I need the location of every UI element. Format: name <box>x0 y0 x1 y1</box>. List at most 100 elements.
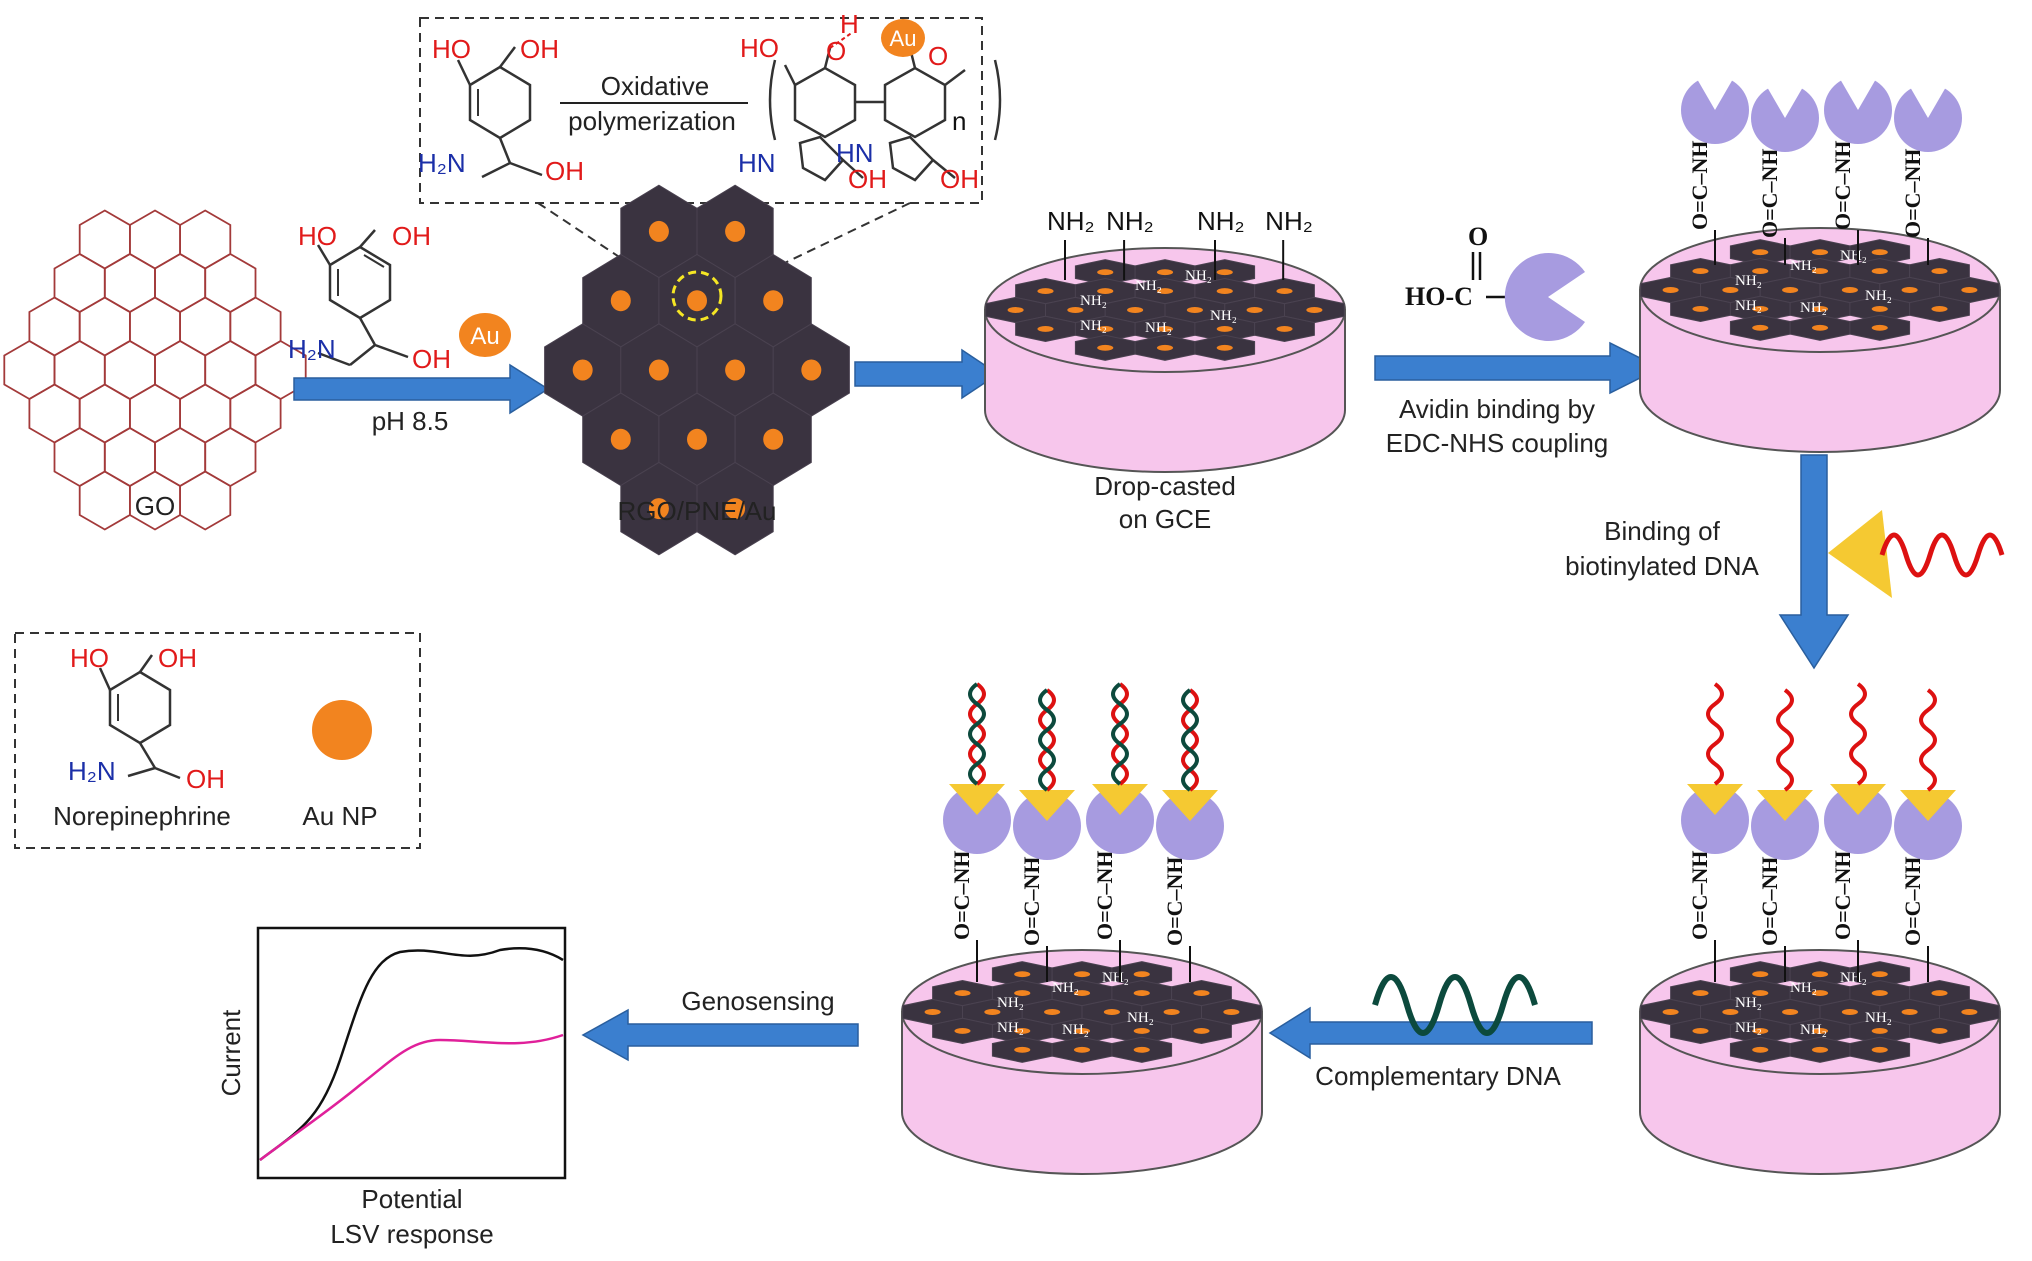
highlight-circle <box>671 270 723 322</box>
amide-linker-label: O=C–NH– <box>1830 128 1855 230</box>
au-nanoparticle-dot <box>1931 990 1948 997</box>
avidin-icon <box>1681 786 1749 854</box>
au-nanoparticle-dot <box>801 359 822 381</box>
norepinephrine-structure-icon <box>316 229 409 367</box>
au-nanoparticle-dot <box>1014 1046 1031 1053</box>
lsv-curve-black <box>259 947 564 1162</box>
chem-ho-1: HO <box>298 221 337 251</box>
chem-oh-1: OH <box>392 221 431 251</box>
au-nanoparticle-dot <box>610 290 631 312</box>
graphene-hexagon <box>229 383 282 444</box>
graphene-hexagon <box>204 252 257 314</box>
au-nanoparticle-dot <box>1841 1009 1858 1015</box>
dna-strand-icon <box>1181 688 1199 792</box>
biotin-triangle-icon <box>1019 790 1075 821</box>
amide-linker-label: O=C–NH– <box>1092 838 1117 940</box>
current-label: Current <box>216 1009 246 1096</box>
au-nanoparticle-dot <box>1007 307 1024 313</box>
surface-nh2-label: NH₂ <box>1735 273 1762 289</box>
au-nanoparticle-dot <box>1811 268 1829 275</box>
dna-strand-icon <box>1111 682 1129 786</box>
avidin-icon <box>943 786 1011 854</box>
au-nanoparticle-dot <box>1216 325 1233 332</box>
au-nanoparticle-dot <box>1133 971 1150 978</box>
au-nanoparticle-dot <box>1067 307 1084 313</box>
chem-o-2: O <box>928 41 948 71</box>
lsv-label: LSV response <box>330 1219 493 1249</box>
surface-nh2-label: NH₂ <box>997 995 1024 1011</box>
graphene-hexagon <box>229 296 282 357</box>
au-nanoparticle-dot <box>1871 971 1888 978</box>
au-nanoparticle-dot <box>1752 305 1769 312</box>
au-nanoparticle-dot <box>687 290 707 312</box>
graphene-hexagon <box>179 209 232 270</box>
avidin-pocket <box>1906 80 1950 118</box>
lsv-curve-magenta <box>259 1033 564 1162</box>
au-nanoparticle-dot <box>1073 971 1091 978</box>
au-nanoparticle-dot <box>1193 1027 1210 1034</box>
au-nanoparticle-dot <box>763 428 784 450</box>
au-nanoparticle-dot <box>1931 1027 1948 1034</box>
au-nanoparticle-dot <box>648 220 669 242</box>
au-nanoparticle-dot <box>1811 971 1829 978</box>
graphene-hexagon <box>78 470 131 531</box>
au-nanoparticle-dot <box>1871 1046 1888 1053</box>
amine-label: NH₂ <box>1265 206 1313 236</box>
avidin-label-1: Avidin binding by <box>1399 394 1595 424</box>
graphene-hexagon <box>128 296 182 357</box>
au-nanoparticle-dot <box>1811 990 1829 997</box>
au-nanoparticle-dot <box>725 498 746 520</box>
au-nanoparticle-dot <box>1133 990 1150 997</box>
polynorepinephrine-structure-icon <box>768 31 1002 182</box>
chem-ho-3: HO <box>740 33 779 63</box>
au-nanoparticle-dot <box>1156 325 1174 332</box>
surface-nh2-label: NH₂ <box>1102 970 1129 986</box>
au-nanoparticle-dot <box>1871 990 1888 997</box>
dna-strand-icon <box>1038 688 1056 792</box>
au-nanoparticle-dot <box>1186 307 1203 313</box>
graphene-hexagon <box>78 383 131 444</box>
dna-strand-icon <box>1372 974 1538 1036</box>
potential-label: Potential <box>361 1184 462 1214</box>
dna-strand-icon <box>1181 688 1199 792</box>
au-nanoparticle-dot <box>1811 1027 1829 1034</box>
graphene-hexagon <box>103 252 156 314</box>
amide-linker-label: O=C–NH– <box>1900 136 1925 238</box>
au-nanoparticle-dot <box>1044 1009 1061 1015</box>
au-nanoparticle-dot <box>1246 307 1263 313</box>
surface-nh2-label: NH₂ <box>1840 248 1867 264</box>
flow-arrow-icon <box>1778 454 1850 670</box>
drop-label-2: on GCE <box>1119 504 1212 534</box>
surface-nh2-label: NH₂ <box>1145 320 1172 336</box>
amide-linker-label: O=C–NH– <box>1019 844 1044 946</box>
biotin-triangle-icon <box>1092 784 1148 815</box>
au-nanoparticle-dot <box>924 1009 941 1015</box>
au-nanoparticle-dot <box>1692 1027 1709 1034</box>
flow-arrow-icon <box>293 363 550 415</box>
surface-nh2-label: NH₂ <box>1185 268 1212 284</box>
dna-strand-icon <box>1776 688 1794 792</box>
amide-linker-label: O=C–NH– <box>1162 844 1187 946</box>
graphene-hexagon <box>53 426 106 488</box>
au-nanoparticle-dot <box>1692 268 1709 275</box>
avidin-pocket <box>1693 72 1737 110</box>
au-nanoparticle-dot <box>1752 268 1769 275</box>
surface-nh2-label: NH₂ <box>997 1020 1024 1036</box>
graphene-hexagon <box>78 209 131 270</box>
avidin-icon <box>1156 792 1224 860</box>
biotin-triangle-icon <box>1757 790 1813 821</box>
au-nanoparticle-dot <box>1901 287 1918 293</box>
chem-o-top: O <box>1468 222 1488 251</box>
chem-oh-7: OH <box>158 643 197 673</box>
au-nanoparticle-dot <box>1871 305 1888 312</box>
drop-label-1: Drop-casted <box>1094 471 1236 501</box>
au-nanoparticle-dot <box>1276 288 1293 295</box>
chem-h2n-1: H₂N <box>288 334 336 364</box>
dna-strand-icon <box>1879 532 2005 578</box>
au-nanoparticle-dot <box>1692 305 1709 312</box>
au-bound-icon <box>881 19 925 57</box>
au-nanoparticle-dot <box>1752 1046 1769 1053</box>
surface-nh2-label: NH₂ <box>1800 300 1827 316</box>
au-nanoparticle-dot <box>1216 269 1233 276</box>
chem-n-sub: n <box>952 106 966 136</box>
